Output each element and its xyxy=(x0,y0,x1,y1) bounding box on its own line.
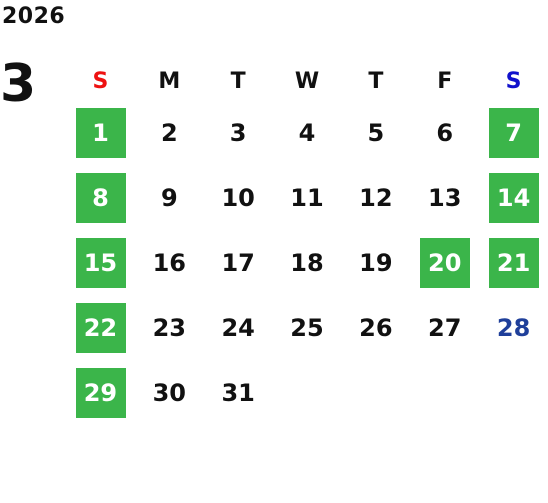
day-number: 4 xyxy=(298,118,316,147)
day-number: 17 xyxy=(221,248,255,277)
day-cell[interactable]: 6 xyxy=(410,100,479,165)
calendar-week-row: 1 2 3 4 5 6 7 xyxy=(66,100,548,165)
day-cell[interactable]: 10 xyxy=(204,165,273,230)
day-number: 25 xyxy=(290,313,324,342)
day-cell[interactable]: 31 xyxy=(204,360,273,425)
day-cell[interactable]: 15 xyxy=(66,230,135,295)
day-number: 29 xyxy=(83,378,118,407)
day-cell[interactable]: 12 xyxy=(341,165,410,230)
day-cell[interactable]: 16 xyxy=(135,230,204,295)
day-number: 26 xyxy=(359,313,393,342)
day-number: 2 xyxy=(160,118,178,147)
day-number: 5 xyxy=(367,118,385,147)
day-number: 20 xyxy=(428,248,462,277)
day-cell[interactable]: 24 xyxy=(204,295,273,360)
day-cell[interactable]: 17 xyxy=(204,230,273,295)
day-cell[interactable]: 25 xyxy=(273,295,342,360)
empty-day-cell xyxy=(410,360,479,425)
weekday-friday: F xyxy=(437,68,453,94)
day-cell[interactable]: 30 xyxy=(135,360,204,425)
day-highlight-box xyxy=(76,172,126,223)
day-cell[interactable]: 1 xyxy=(66,100,135,165)
day-number: 18 xyxy=(290,248,324,277)
empty-day-cell xyxy=(341,360,410,425)
day-cell[interactable]: 3 xyxy=(204,100,273,165)
day-number: 1 xyxy=(92,118,109,147)
day-cell[interactable]: 9 xyxy=(135,165,204,230)
day-number: 21 xyxy=(496,248,531,277)
calendar-week-row: 15 16 17 18 19 20 21 xyxy=(66,230,548,295)
day-cell[interactable]: 22 xyxy=(66,295,135,360)
empty-day-cell xyxy=(479,360,548,425)
day-cell[interactable]: 28 xyxy=(479,295,548,360)
day-number: 10 xyxy=(221,183,255,212)
month-number: 3 xyxy=(0,54,37,114)
day-number: 8 xyxy=(92,183,109,212)
day-cell[interactable]: 21 xyxy=(479,230,548,295)
day-number: 3 xyxy=(229,118,247,147)
day-highlight-box xyxy=(76,237,126,288)
day-number: 14 xyxy=(496,183,531,212)
year-label: 2026 xyxy=(2,4,66,29)
weekday-header-row: S M T W T F S xyxy=(66,62,548,100)
day-cell[interactable]: 20 xyxy=(410,230,479,295)
weekday-thursday: T xyxy=(368,68,384,94)
weekday-wednesday: W xyxy=(294,68,320,94)
day-cell[interactable]: 19 xyxy=(341,230,410,295)
day-highlight-box xyxy=(76,367,126,418)
day-number: 27 xyxy=(428,313,462,342)
day-cell[interactable]: 11 xyxy=(273,165,342,230)
day-cell[interactable]: 18 xyxy=(273,230,342,295)
day-highlight-box xyxy=(76,107,126,158)
day-cell[interactable]: 7 xyxy=(479,100,548,165)
day-number: 15 xyxy=(83,248,118,277)
day-number: 22 xyxy=(83,313,118,342)
day-number: 13 xyxy=(428,183,462,212)
day-highlight-box xyxy=(76,302,126,353)
calendar-week-row: 22 23 24 25 26 27 28 xyxy=(66,295,548,360)
day-cell[interactable]: 29 xyxy=(66,360,135,425)
empty-day-cell xyxy=(273,360,342,425)
day-highlight-box xyxy=(489,237,540,288)
day-number: 7 xyxy=(505,118,522,147)
day-highlight-box xyxy=(489,172,540,223)
day-number: 11 xyxy=(290,183,324,212)
day-number: 12 xyxy=(359,183,393,212)
day-cell[interactable]: 23 xyxy=(135,295,204,360)
calendar-week-row: 29 30 31 xyxy=(66,360,548,425)
day-number: 9 xyxy=(160,183,178,212)
calendar-week-row: 8 9 10 11 12 13 14 xyxy=(66,165,548,230)
day-number: 19 xyxy=(359,248,393,277)
day-number: 31 xyxy=(221,378,255,407)
day-number: 6 xyxy=(436,118,454,147)
day-number: 28 xyxy=(496,313,531,342)
day-number: 30 xyxy=(152,378,186,407)
day-cell[interactable]: 26 xyxy=(341,295,410,360)
day-highlight-box xyxy=(420,237,471,288)
weekday-sunday: S xyxy=(92,68,109,94)
weekday-tuesday: T xyxy=(230,68,246,94)
day-cell[interactable]: 8 xyxy=(66,165,135,230)
day-cell[interactable]: 27 xyxy=(410,295,479,360)
day-cell[interactable]: 5 xyxy=(341,100,410,165)
day-cell[interactable]: 14 xyxy=(479,165,548,230)
day-highlight-box xyxy=(489,107,540,158)
weekday-saturday: S xyxy=(505,68,522,94)
day-cell[interactable]: 2 xyxy=(135,100,204,165)
day-number: 23 xyxy=(152,313,186,342)
day-cell[interactable]: 13 xyxy=(410,165,479,230)
day-number: 16 xyxy=(152,248,186,277)
day-cell[interactable]: 4 xyxy=(273,100,342,165)
day-number: 24 xyxy=(221,313,255,342)
weekday-monday: M xyxy=(158,68,181,94)
